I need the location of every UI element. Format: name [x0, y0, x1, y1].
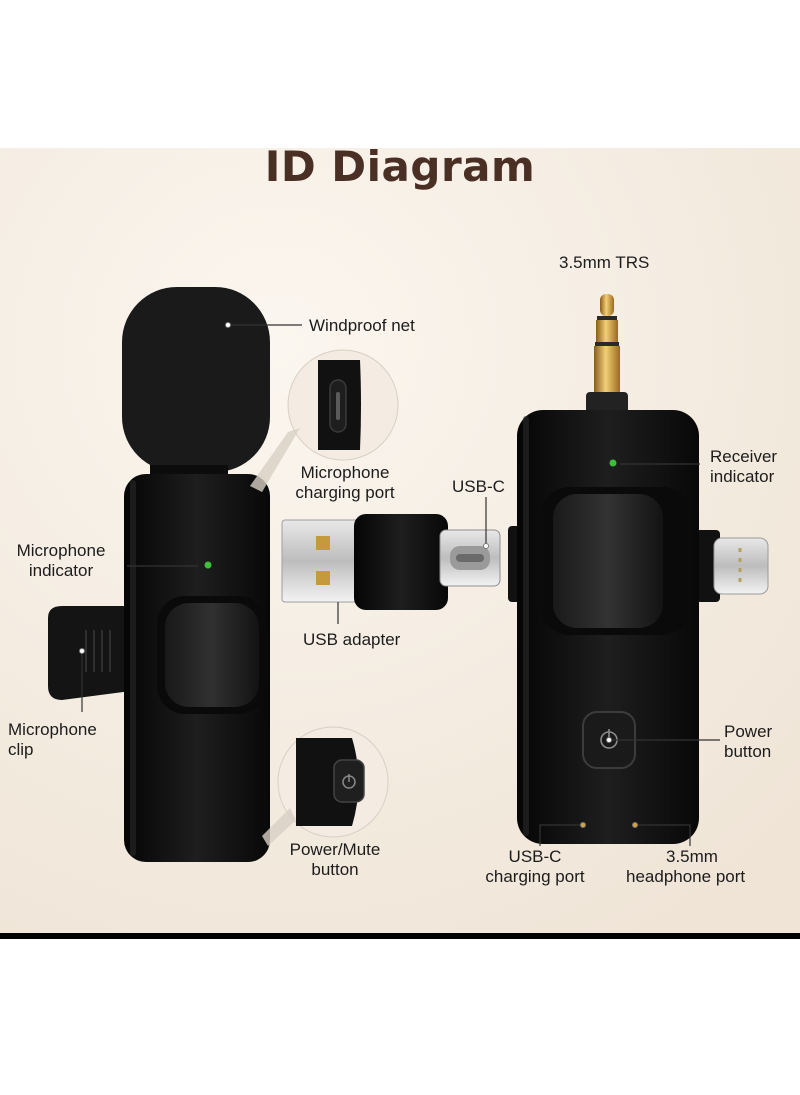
label-line: charging port — [485, 867, 585, 886]
label-line: Microphone — [16, 541, 106, 560]
label-usb-adapter: USB adapter — [303, 630, 401, 649]
label-line: USB-C — [508, 847, 562, 866]
label-power-button: Power button — [724, 722, 772, 762]
label-line: charging port — [295, 483, 395, 502]
label-line: button — [724, 742, 772, 761]
receiver-indicator-led — [609, 459, 617, 467]
diagram-title: ID Diagram — [264, 142, 536, 191]
microphone-indicator-led — [204, 561, 212, 569]
label-windproof-net: Windproof net — [309, 316, 415, 335]
label-microphone-indicator: Microphone indicator — [2, 541, 120, 581]
label-usb-c-charging-port: USB-C charging port — [470, 847, 600, 887]
label-microphone-clip: Microphone clip — [8, 720, 97, 760]
label-line: 3.5mm — [666, 847, 718, 866]
bottom-border — [0, 933, 800, 939]
label-line: indicator — [28, 561, 94, 580]
label-3-5mm-trs: 3.5mm TRS — [559, 253, 650, 272]
label-line: Power/Mute — [289, 840, 381, 859]
microphone-transmitter — [48, 287, 399, 862]
label-3-5mm-headphone-port: 3.5mm headphone port — [626, 847, 776, 887]
label-usb-c: USB-C — [452, 477, 505, 496]
label-line: headphone port — [626, 867, 746, 886]
label-line: indicator — [710, 467, 775, 486]
label-power-mute-button: Power/Mute button — [270, 840, 400, 880]
top-margin — [0, 0, 800, 150]
label-line: Microphone — [300, 463, 390, 482]
label-line: Power — [724, 722, 773, 741]
windproof-net-foam — [122, 287, 270, 472]
label-line: Receiver — [710, 447, 778, 466]
label-line: clip — [8, 740, 34, 759]
leader-lines — [81, 324, 720, 846]
label-microphone-charging-port: Microphone charging port — [280, 463, 410, 503]
receiver — [508, 294, 769, 844]
label-line: Microphone — [8, 720, 97, 739]
label-receiver-indicator: Receiver indicator — [710, 447, 777, 487]
callout-dots — [79, 322, 638, 828]
label-line: button — [311, 860, 359, 879]
